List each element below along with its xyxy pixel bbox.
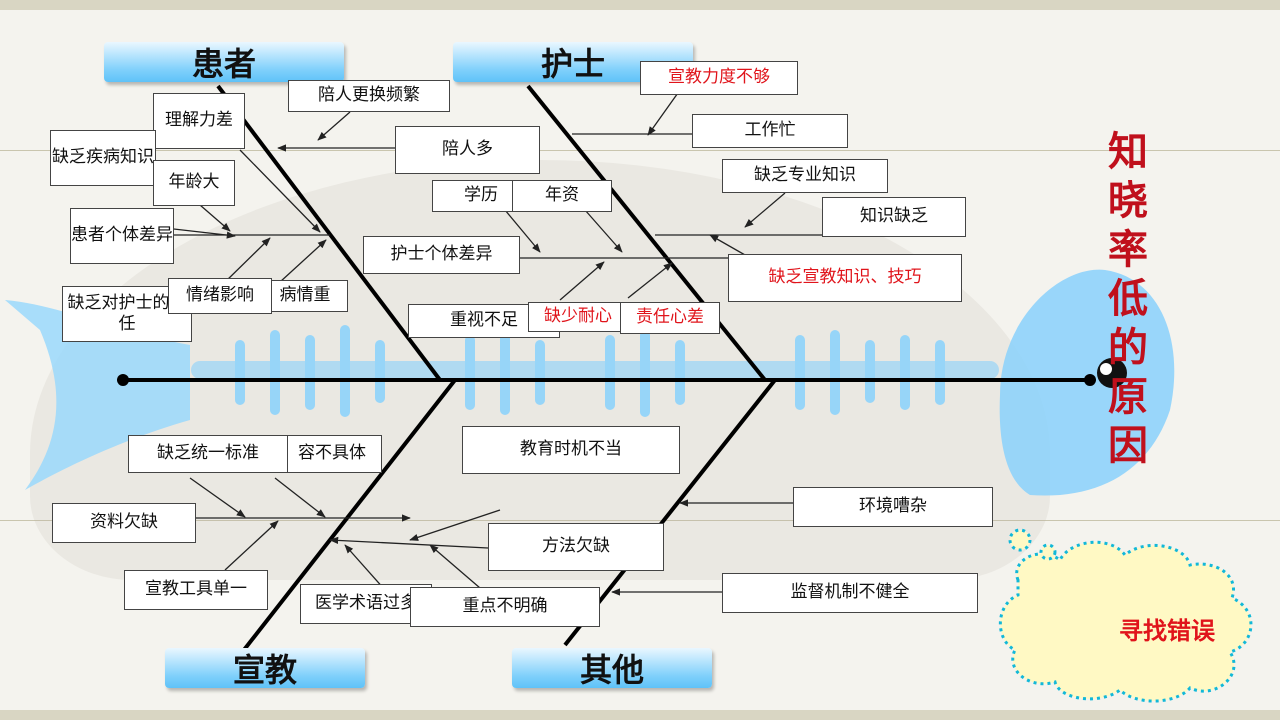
cause-companion-changes: 陪人更换频繁 (288, 80, 450, 112)
cause-lack-professional: 缺乏专业知识 (722, 159, 888, 193)
cause-single-tools: 宣教工具单一 (124, 570, 268, 610)
cause-poor-understanding: 理解力差 (153, 93, 245, 149)
cloud-shape (998, 540, 1253, 703)
cause-insufficient-effort: 宣教力度不够 (640, 61, 798, 95)
cause-noisy: 环境嘈杂 (793, 487, 993, 527)
major-bones (216, 84, 777, 657)
top-band (0, 0, 1280, 10)
cause-seniority: 年资 (512, 180, 612, 212)
cause-nurse-individual-difference: 护士个体差异 (363, 236, 520, 274)
diagram-title: 知晓率低的原因 (1108, 129, 1148, 469)
cause-poor-method: 方法欠缺 (488, 523, 664, 571)
cause-unclear-focus: 重点不明确 (410, 587, 600, 627)
cause-knowledge-lacking: 知识缺乏 (822, 197, 966, 237)
cause-impatient: 缺少耐心 (528, 302, 628, 332)
category-education: 宣教 (165, 648, 365, 689)
category-other: 其他 (512, 648, 712, 689)
cause-bad-timing: 教育时机不当 (462, 426, 680, 474)
cause-patient-individual-difference: 患者个体差异 (70, 208, 174, 264)
cause-busy: 工作忙 (692, 114, 848, 148)
cause-vague-content: 容不具体 (282, 435, 382, 473)
cause-no-standard: 缺乏统一标准 (128, 435, 288, 473)
find-errors-button[interactable]: 寻找错误 (1119, 616, 1215, 645)
rule-line (0, 520, 1280, 521)
cause-lack-disease-knowledge: 缺乏疾病知识 (50, 130, 156, 186)
cause-age: 年龄大 (153, 160, 235, 206)
bottom-band (0, 710, 1280, 720)
rule-line (0, 150, 1280, 151)
category-patient: 患者 (104, 42, 344, 83)
cause-low-responsibility: 责任心差 (620, 302, 720, 334)
cause-lack-skills: 缺乏宣教知识、技巧 (728, 254, 962, 302)
fish-ribs (191, 325, 999, 417)
cause-emotion: 情绪影响 (168, 278, 272, 314)
cause-weak-supervision: 监督机制不健全 (722, 573, 978, 613)
fish-tail (5, 300, 190, 490)
cause-lack-materials: 资料欠缺 (52, 503, 196, 543)
cause-many-companions: 陪人多 (395, 126, 540, 174)
cause-severe-illness: 病情重 (262, 280, 348, 312)
